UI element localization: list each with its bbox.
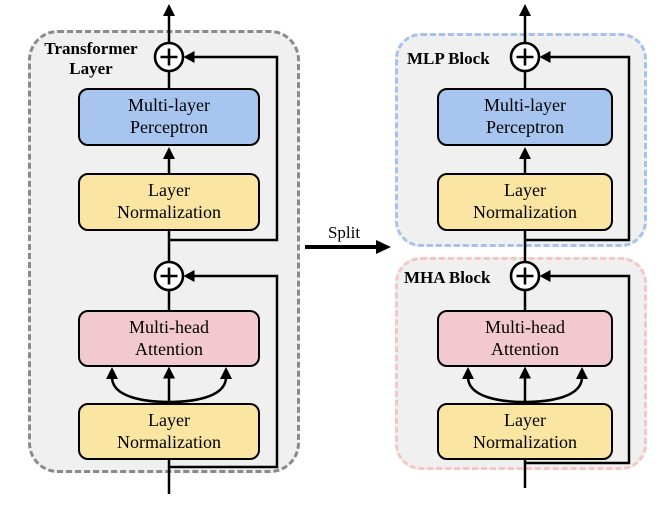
transformer-layer-title: Transformer Layer xyxy=(44,39,138,79)
left-ln1-arrowhead-icon xyxy=(163,147,175,159)
right-qkv-left-curve xyxy=(466,376,526,404)
add-circle-icon xyxy=(153,260,185,292)
right-qkv-left-arrowhead-icon xyxy=(462,367,474,379)
add-circle-icon xyxy=(509,260,541,292)
left-mha-residual-line xyxy=(169,274,279,469)
left-multilayer-perceptron-box: Multi-layer Perceptron xyxy=(78,88,260,146)
left-mlp-residual-line xyxy=(169,55,279,242)
left-qkv-right-curve xyxy=(168,376,228,404)
left-wires xyxy=(110,15,279,494)
add-circle-icon xyxy=(509,41,541,73)
right-qkv-right-curve xyxy=(524,376,584,404)
left-multihead-attention-box: Multi-head Attention xyxy=(78,310,260,367)
right-mha-residual-arrowhead-icon xyxy=(539,270,551,282)
left-mlp-residual-arrowhead-icon xyxy=(183,51,195,63)
add-circle-icon xyxy=(153,41,185,73)
right-output-arrowhead-icon xyxy=(519,4,531,16)
right-qkv-center-arrowhead-icon xyxy=(519,366,531,379)
right-mlp-layer-norm-box: Layer Normalization xyxy=(437,173,613,231)
left-qkv-left-curve xyxy=(110,376,170,404)
split-label: Split xyxy=(327,223,361,242)
split-arrowhead-icon xyxy=(376,240,391,254)
right-mlp-residual-arrowhead-icon xyxy=(539,51,551,63)
left-add-circles xyxy=(153,41,185,292)
left-qkv-left-arrowhead-icon xyxy=(106,367,118,379)
left-output-arrowhead-icon xyxy=(163,4,175,16)
right-multilayer-perceptron-box: Multi-layer Perceptron xyxy=(437,88,613,146)
right-mha-residual-line xyxy=(525,274,631,465)
right-mha-layer-norm-box: Layer Normalization xyxy=(437,403,613,460)
right-qkv-right-arrowhead-icon xyxy=(576,367,588,379)
left-layer-norm-bottom-box: Layer Normalization xyxy=(78,403,260,460)
right-ln1-arrowhead-icon xyxy=(519,147,531,159)
left-qkv-center-arrowhead-icon xyxy=(163,366,175,379)
right-arrowheads xyxy=(462,4,588,379)
right-wires xyxy=(466,15,631,488)
right-add-circles xyxy=(509,41,541,292)
split-arrow xyxy=(305,240,391,254)
left-layer-norm-top-box: Layer Normalization xyxy=(78,173,260,231)
left-arrowheads xyxy=(106,4,232,379)
mlp-block-title: MLP Block xyxy=(407,49,490,68)
left-mha-residual-arrowhead-icon xyxy=(183,270,195,282)
right-mlp-residual-line xyxy=(525,55,631,242)
right-multihead-attention-box: Multi-head Attention xyxy=(437,310,613,367)
mha-block-title: MHA Block xyxy=(404,268,491,287)
left-qkv-right-arrowhead-icon xyxy=(220,367,232,379)
